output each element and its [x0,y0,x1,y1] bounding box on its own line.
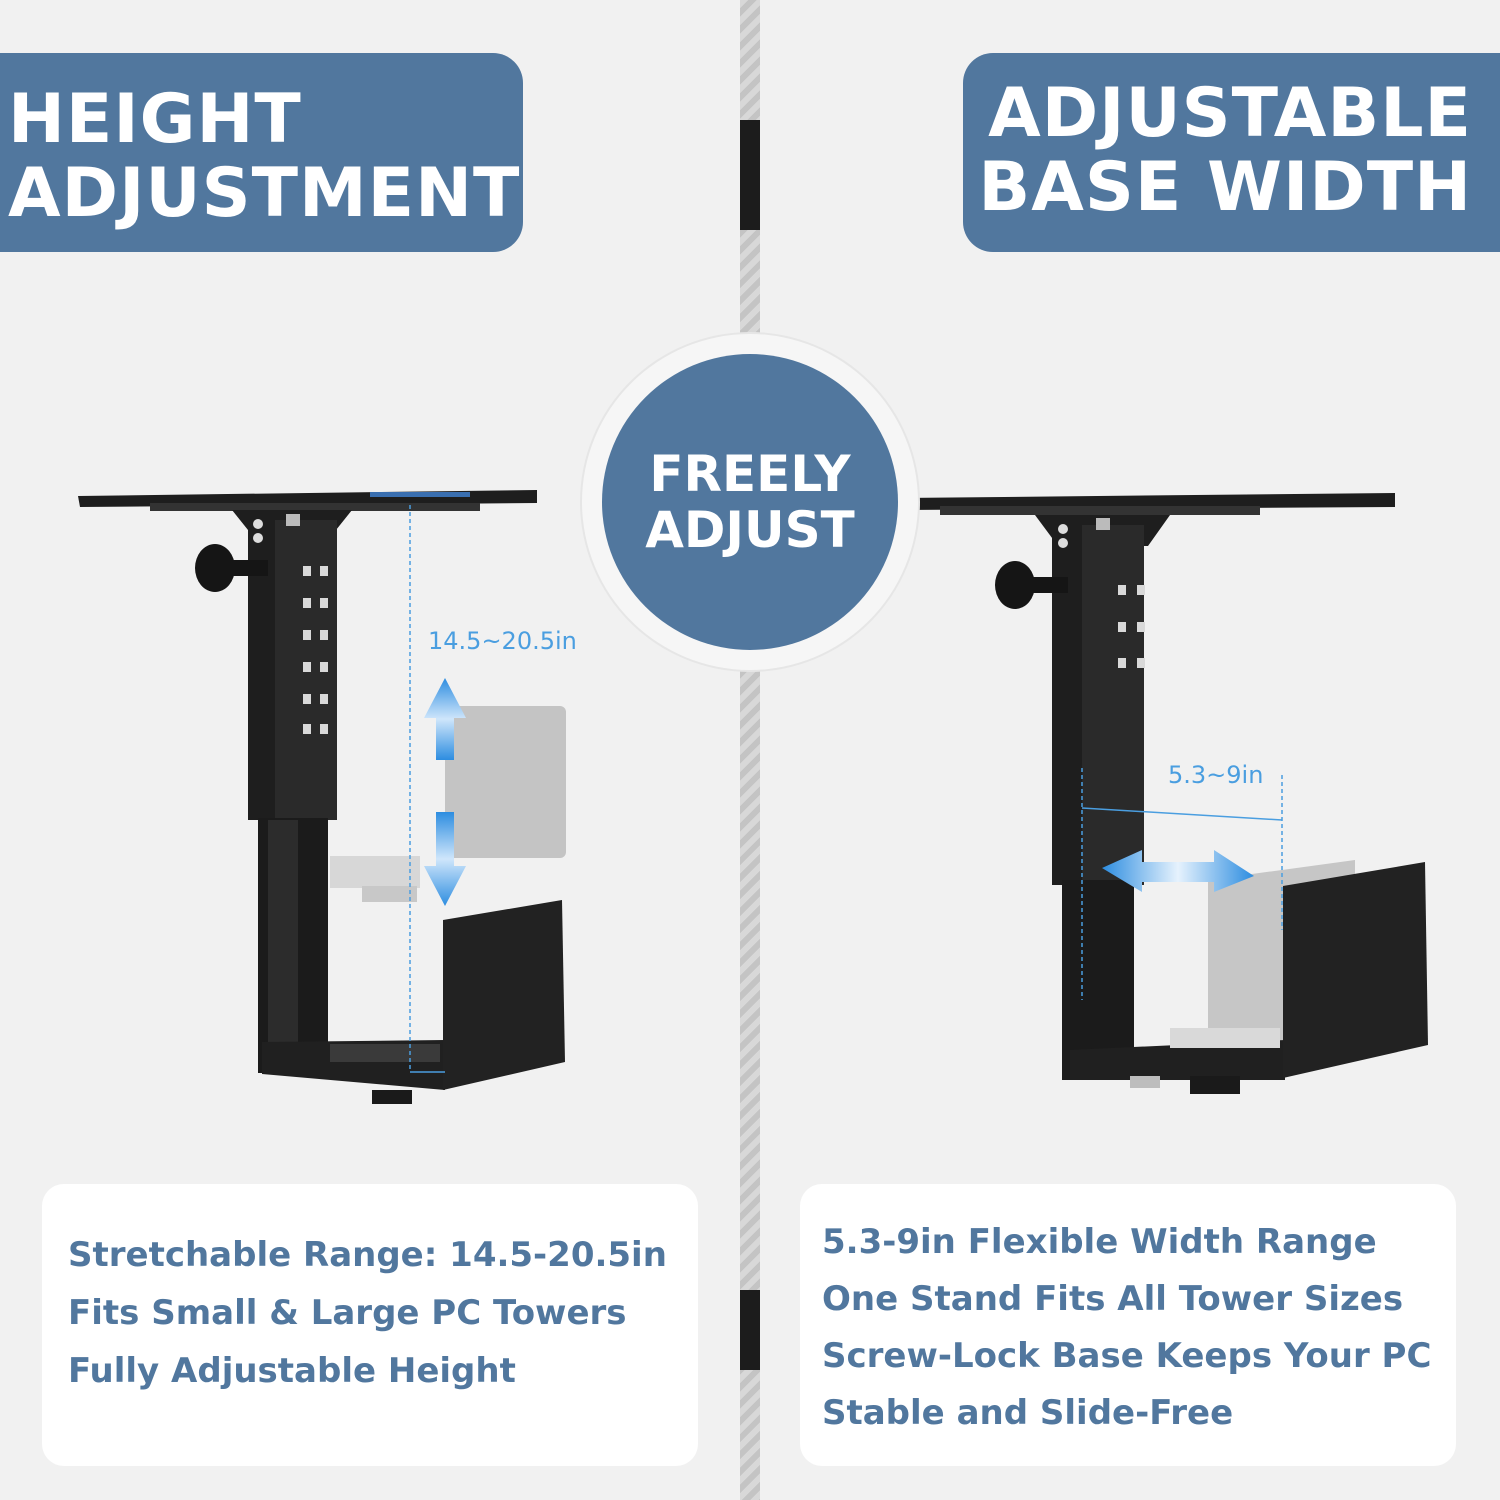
right-stand-side-plate [1283,862,1428,1078]
right-stand-base [1070,1040,1285,1080]
right-stand-illustration [900,493,1428,1094]
width-measurement-label: 5.3~9in [1168,761,1263,789]
width-features-card: 5.3-9in Flexible Width Range One Stand F… [800,1184,1456,1466]
left-stand-knob [195,544,235,592]
height-measurement-label: 14.5~20.5in [428,627,577,655]
heading-line: ADJUSTABLE [988,74,1472,153]
feature-line: Fully Adjustable Height [68,1351,516,1391]
left-ghost-tower-holder [445,706,566,858]
up-arrow-icon [424,678,466,760]
heading-line: ADJUSTMENT [8,154,521,233]
width-arrow-icon [1102,850,1254,892]
divider-clamp-bottom [740,1290,760,1370]
divider-clamp-top [740,120,760,230]
feature-line: Stable and Slide-Free [822,1393,1234,1433]
feature-line: Screw-Lock Base Keeps Your PC [822,1336,1432,1376]
down-arrow-icon [424,812,466,906]
right-stand-knob [995,561,1035,609]
right-stand-top-plate [900,493,1395,510]
badge-line: ADJUST [645,501,855,559]
height-features-card: Stretchable Range: 14.5-20.5in Fits Smal… [42,1184,698,1466]
left-stand-side-plate [443,900,565,1090]
feature-line: Fits Small & Large PC Towers [68,1293,627,1333]
height-adjustment-heading: HEIGHT ADJUSTMENT [0,53,523,252]
feature-line: One Stand Fits All Tower Sizes [822,1279,1404,1319]
right-stand-lower-column [1062,880,1134,1080]
heading-line: BASE WIDTH [978,148,1472,227]
freely-adjust-badge: FREELY ADJUST [602,354,898,650]
badge-line: FREELY [649,445,851,503]
left-stand-illustration [78,490,566,1104]
heading-line: HEIGHT [8,80,302,159]
feature-line: Stretchable Range: 14.5-20.5in [68,1235,667,1275]
feature-line: 5.3-9in Flexible Width Range [822,1222,1377,1262]
base-width-heading: ADJUSTABLE BASE WIDTH [963,53,1500,252]
